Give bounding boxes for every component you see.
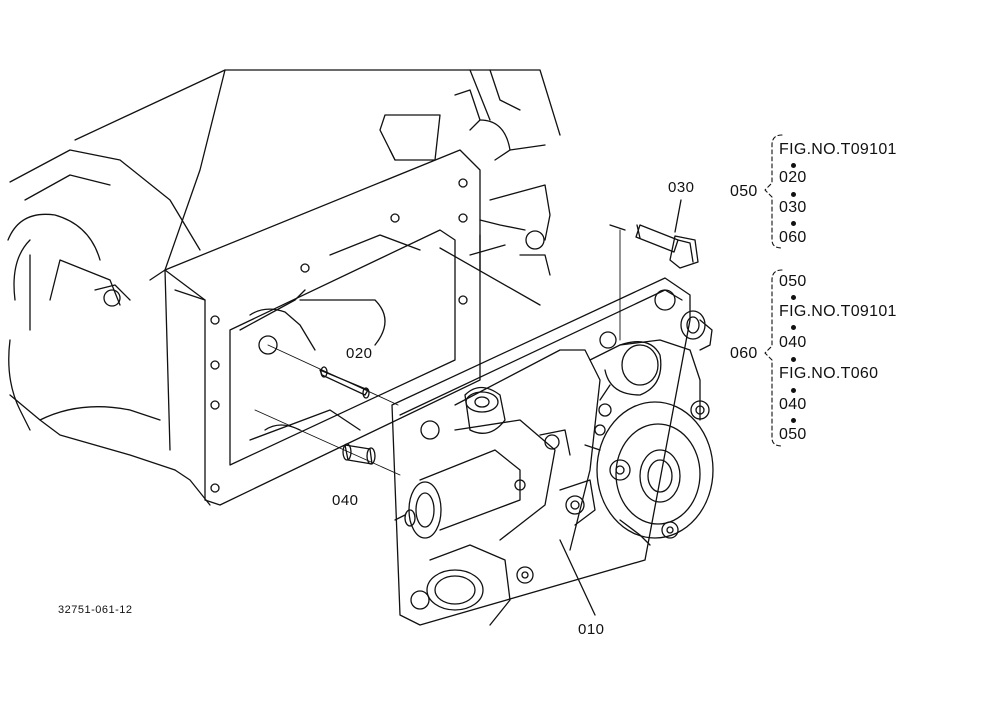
upper-housing (439, 69, 561, 306)
bullet-dot (791, 221, 796, 226)
legend-050-item: FIG.NO.T09101 (779, 141, 897, 158)
legend-bracket-050 (764, 134, 783, 249)
pin-040 (254, 409, 401, 476)
legend-060-item: 050 (779, 273, 807, 290)
legend-050-item: 060 (779, 229, 807, 246)
bullet-dot (791, 295, 796, 300)
figure-number: 32751-061-12 (58, 604, 133, 616)
legend-060-item: 050 (779, 426, 807, 443)
legend-060-item: 040 (779, 334, 807, 351)
legend-060-item: FIG.NO.T060 (779, 365, 879, 382)
pin-020 (267, 344, 399, 406)
legend-bracket-060 (764, 269, 783, 447)
callout-040: 040 (332, 492, 359, 509)
legend-060-item: 040 (779, 396, 807, 413)
legend-060-item: FIG.NO.T09101 (779, 303, 897, 320)
bullet-dot (791, 388, 796, 393)
legend-050-item: 020 (779, 169, 807, 186)
bullet-dot (791, 325, 796, 330)
bolt-030 (609, 199, 699, 341)
valve-assembly-010 (391, 277, 714, 626)
bullet-dot (791, 192, 796, 197)
bullet-dot (791, 418, 796, 423)
legend-050-item: 030 (779, 199, 807, 216)
callout-020: 020 (346, 345, 373, 362)
legend-060-label: 060 (730, 345, 758, 362)
bullet-dot (791, 357, 796, 362)
transmission-housing (7, 69, 491, 506)
callout-010: 010 (578, 621, 605, 638)
bullet-dot (791, 163, 796, 168)
callout-030: 030 (668, 179, 695, 196)
legend-050-label: 050 (730, 183, 758, 200)
